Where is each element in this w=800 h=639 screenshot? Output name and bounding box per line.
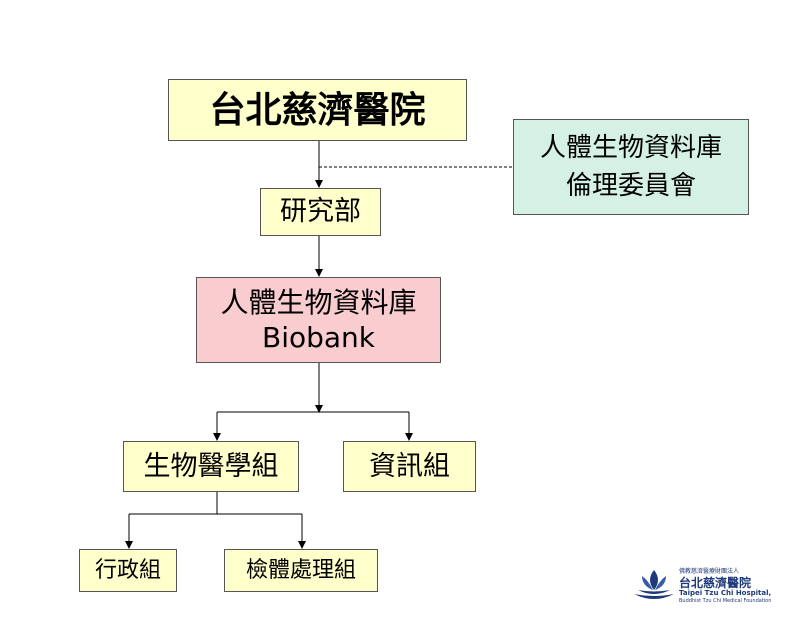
node-hospital: 台北慈濟醫院: [168, 79, 467, 141]
node-administration-label: 行政組: [94, 557, 161, 583]
logo-name-en: Taipei Tzu Chi Hospital,: [679, 589, 772, 597]
hospital-logo: 佛教慈濟醫療財團法人 台北慈濟醫院 Taipei Tzu Chi Hospita…: [632, 566, 782, 606]
logo-subtitle: Buddhist Tzu Chi Medical Foundation: [679, 598, 772, 604]
node-administration: 行政組: [79, 549, 177, 592]
node-ethics-line2: 倫理委員會: [565, 171, 696, 201]
node-research-label: 研究部: [280, 196, 361, 228]
node-specimen-processing: 檢體處理組: [224, 549, 378, 592]
node-information-label: 資訊組: [369, 450, 450, 482]
node-biomedical: 生物醫學組: [123, 441, 299, 492]
node-biomedical-label: 生物醫學組: [143, 450, 279, 482]
node-information: 資訊組: [343, 441, 476, 492]
node-specimen-processing-label: 檢體處理組: [245, 557, 356, 583]
logo-foundation-text: 佛教慈濟醫療財團法人: [679, 568, 740, 575]
node-biobank-line2: Biobank: [261, 321, 375, 354]
node-biobank: 人體生物資料庫 Biobank: [196, 277, 441, 363]
node-research: 研究部: [260, 188, 381, 236]
node-ethics-committee: 人體生物資料庫 倫理委員會: [513, 119, 749, 215]
node-hospital-label: 台北慈濟醫院: [209, 89, 426, 131]
node-biobank-line1: 人體生物資料庫: [220, 286, 417, 319]
node-ethics-line1: 人體生物資料庫: [539, 132, 722, 163]
logo-name-zh: 台北慈濟醫院: [679, 576, 752, 590]
lotus-emblem-icon: [634, 570, 674, 599]
